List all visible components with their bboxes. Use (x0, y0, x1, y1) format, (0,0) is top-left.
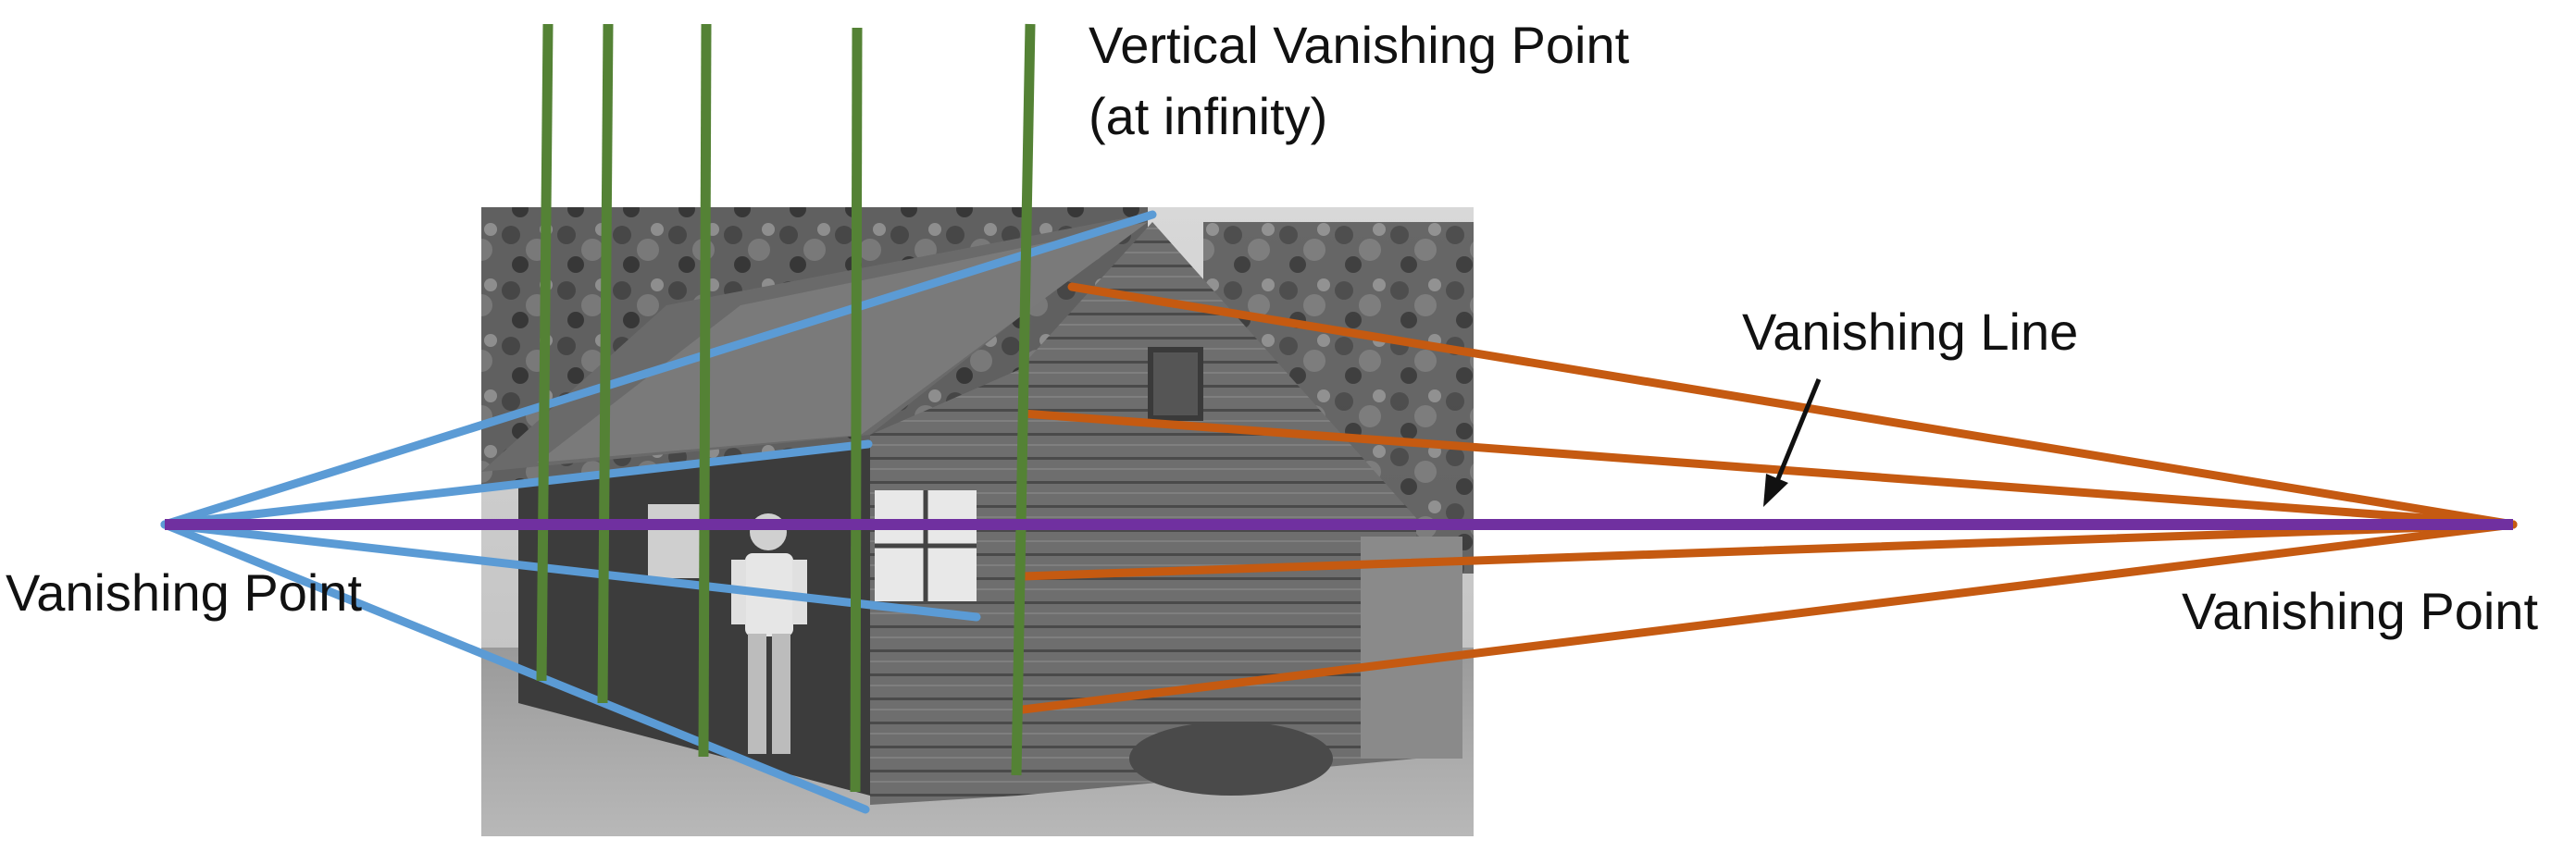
orange-line-3 (1018, 520, 2518, 581)
blue-line-3 (160, 520, 981, 622)
green-line-4 (850, 27, 863, 793)
green-line-2 (597, 23, 614, 704)
blue-line-4 (160, 520, 870, 814)
blue-line-1 (160, 210, 1157, 529)
vanishing-point-right-label: Vanishing Point (2182, 582, 2538, 640)
vertical-vp-label-line1: Vertical Vanishing Point (1089, 16, 1630, 74)
orange-line-1 (1067, 282, 2518, 529)
vanishing-line-arrow (1763, 378, 1822, 507)
blue-line-2 (160, 439, 873, 529)
green-line-3 (698, 23, 712, 758)
green-line-1 (536, 23, 554, 682)
vertical-lines (536, 23, 1036, 793)
vanishing-line-label: Vanishing Line (1742, 303, 2078, 361)
vertical-vp-label-line2: (at infinity) (1089, 87, 1327, 145)
right-perspective-lines (1018, 282, 2518, 714)
vanishing-point-left-label: Vanishing Point (6, 563, 362, 622)
arrow-head-icon (1763, 474, 1788, 507)
green-line-5 (1011, 23, 1036, 776)
orange-line-4 (1018, 520, 2518, 714)
left-perspective-lines (160, 210, 1157, 814)
orange-line-2 (1018, 409, 2518, 529)
